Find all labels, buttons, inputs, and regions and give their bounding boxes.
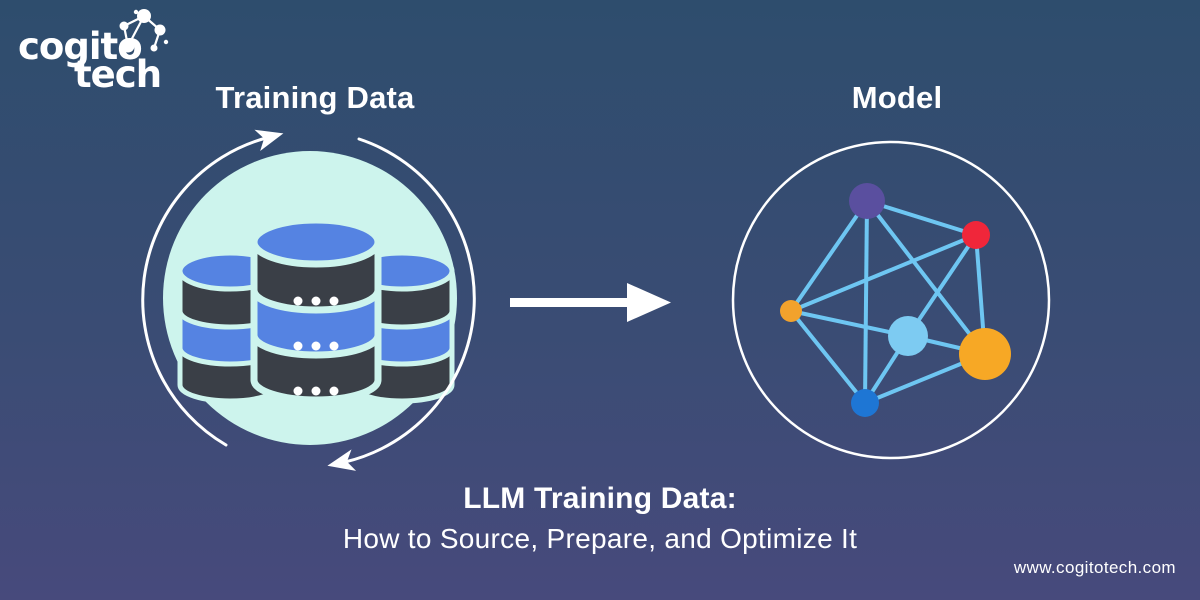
caption-title: LLM Training Data: [463, 482, 737, 515]
sync-arrows-icon [141, 129, 476, 471]
flow-arrow-icon [510, 283, 671, 322]
network-node-red [962, 221, 990, 249]
network-node-orange-small [780, 300, 802, 322]
network-edge [865, 199, 987, 356]
brand-name-line2: tech [74, 53, 162, 96]
network-node-blue [851, 389, 879, 417]
network-edge [789, 199, 869, 313]
network-node-orange-large [959, 328, 1011, 380]
network-edge [863, 200, 869, 404]
network-node-purple [849, 183, 885, 219]
network-edge [789, 309, 867, 405]
molecule-network-icon [119, 9, 169, 53]
training-data-illustration [141, 129, 476, 471]
caption-block: LLM Training Data: How to Source, Prepar… [0, 482, 1200, 555]
network-edge [866, 199, 977, 237]
brand-logo: cogito tech [18, 9, 169, 96]
network-edge [906, 233, 978, 338]
caption-subtitle: How to Source, Prepare, and Optimize It [342, 523, 858, 554]
website-url: www.cogitotech.com [1013, 558, 1176, 577]
network-graph-icon [731, 140, 1051, 460]
network-edge [790, 233, 977, 313]
database-stack-icon [177, 216, 455, 404]
model-heading: Model [851, 80, 943, 115]
training-data-heading: Training Data [215, 80, 415, 115]
network-outline-circle [731, 140, 1051, 460]
network-node-sky [888, 316, 928, 356]
